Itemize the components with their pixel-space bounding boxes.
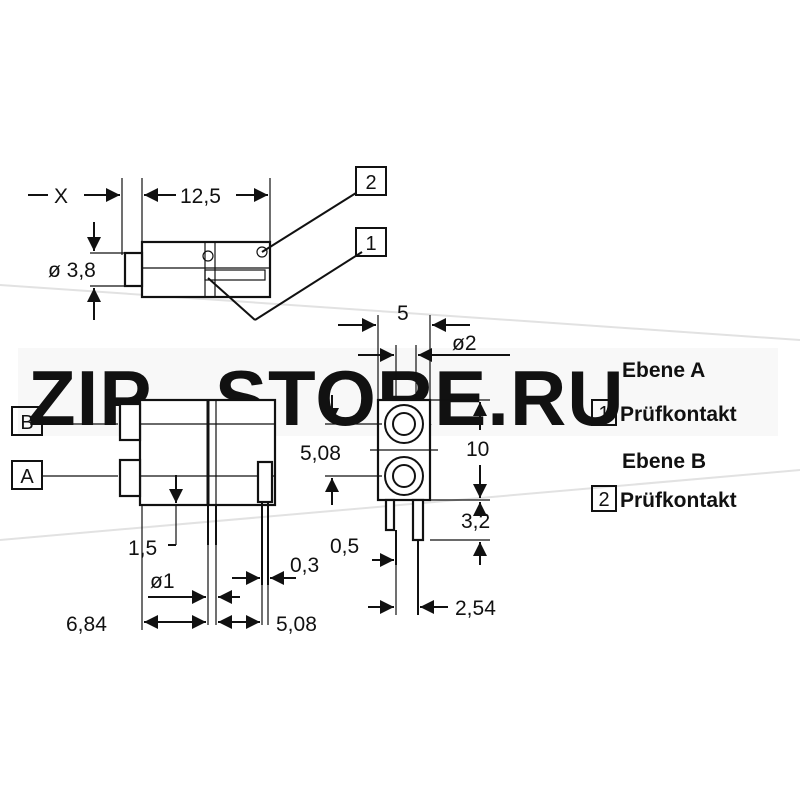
dim-2-54-label: 2,54 bbox=[455, 597, 496, 620]
front-view: 5 ø2 5,08 10 3,2 bbox=[300, 302, 510, 620]
legend-level-b-number: 2 bbox=[598, 489, 609, 511]
dim-x-label: X bbox=[54, 185, 68, 208]
legend-level-a-title: Ebene A bbox=[622, 359, 705, 382]
callout-1: 1 bbox=[355, 227, 387, 257]
dim-pin-dia-label: ø1 bbox=[150, 570, 175, 593]
dim-5-08-h-label: 5,08 bbox=[276, 613, 317, 636]
callout-2-number: 2 bbox=[365, 172, 376, 194]
legend: Ebene A 1 Prüfkontakt Ebene B 2 Prüfkont… bbox=[591, 359, 737, 512]
dim-3-2-label: 3,2 bbox=[461, 510, 490, 533]
dim-dia-3-8-label: ø 3,8 bbox=[48, 259, 96, 282]
legend-level-a-item: Prüfkontakt bbox=[620, 403, 737, 426]
dim-5-label: 5 bbox=[397, 302, 409, 325]
dim-0-3-label: 0,3 bbox=[290, 554, 319, 577]
side-view: B A 1,5 ø1 0,3 bbox=[11, 398, 319, 636]
callout-1-number: 1 bbox=[365, 233, 376, 255]
dim-6-84-label: 6,84 bbox=[66, 613, 107, 636]
level-b-label: B bbox=[20, 412, 33, 434]
dim-12-5-label: 12,5 bbox=[180, 185, 221, 208]
top-view: X 12,5 ø 3,8 bbox=[28, 178, 363, 321]
dim-dia-2-label: ø2 bbox=[452, 332, 477, 355]
dim-0-5-label: 0,5 bbox=[330, 535, 359, 558]
dim-5-08-v-label: 5,08 bbox=[300, 442, 341, 465]
legend-level-b-item: Prüfkontakt bbox=[620, 489, 737, 512]
legend-level-b-title: Ebene B bbox=[622, 450, 706, 473]
legend-level-a-number: 1 bbox=[598, 403, 609, 425]
level-a-label: A bbox=[20, 466, 34, 488]
callout-2: 2 bbox=[355, 166, 387, 196]
dim-10-label: 10 bbox=[466, 438, 489, 461]
dim-1-5-label: 1,5 bbox=[128, 537, 157, 560]
